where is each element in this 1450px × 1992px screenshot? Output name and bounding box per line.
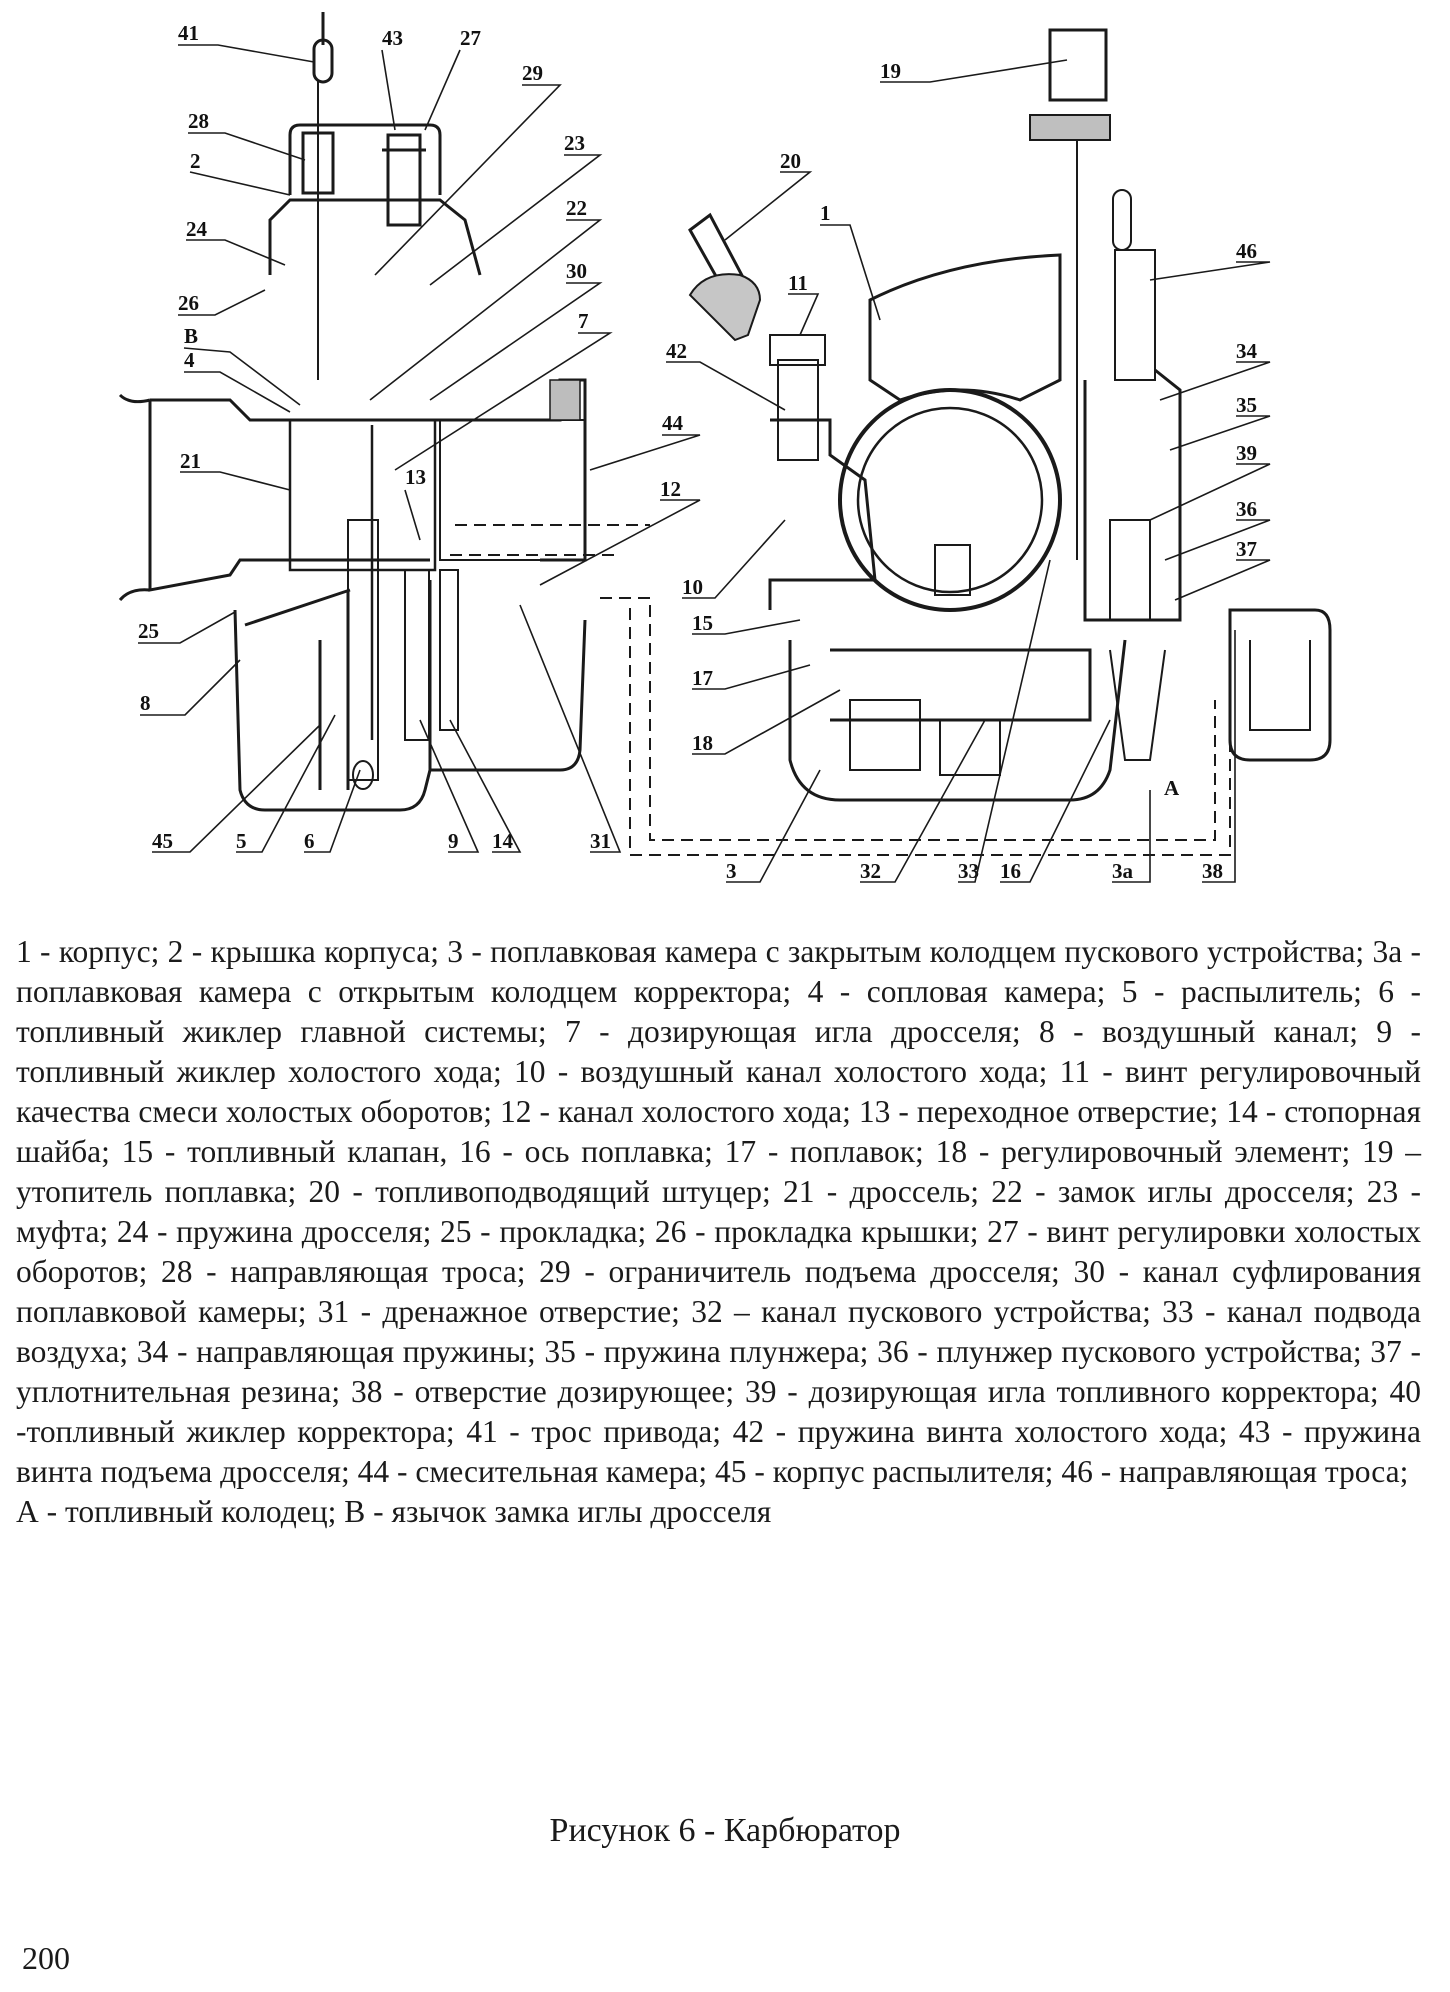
callout: 33 (958, 859, 979, 883)
callout: 11 (788, 271, 808, 295)
callout: 4 (184, 348, 195, 372)
callout: 20 (780, 149, 801, 173)
callout: 3 (726, 859, 737, 883)
callout: 8 (140, 691, 151, 715)
callout: 38 (1202, 859, 1223, 883)
callout: 26 (178, 291, 199, 315)
callout: 22 (566, 196, 587, 220)
callout: 17 (692, 666, 713, 690)
carburetor-drawing: 41 43 27 28 29 2 23 24 22 26 30 В 7 4 44… (118, 12, 1332, 883)
callout: 44 (662, 411, 684, 435)
callout: 1 (820, 201, 831, 225)
callout: 21 (180, 449, 201, 473)
callout: 12 (660, 477, 681, 501)
callout: 2 (190, 149, 201, 173)
callout: 45 (152, 829, 173, 853)
callout: 7 (578, 309, 589, 333)
callout: 24 (186, 217, 208, 241)
leader-lines (138, 44, 1271, 883)
figure-caption: Рисунок 6 - Карбюратор (549, 1812, 901, 1849)
callout: 18 (692, 731, 713, 755)
legend-last-line: А - топливный колодец; В - язычок замка … (16, 1494, 772, 1529)
callout: 30 (566, 259, 587, 283)
callout: 32 (860, 859, 881, 883)
callout: 36 (1236, 497, 1257, 521)
callout: 29 (522, 61, 543, 85)
legend-paragraph: 1 - корпус; 2 - крышка корпуса; 3 - попл… (16, 934, 1421, 1489)
callout: 31 (590, 829, 611, 853)
left-section-view (118, 12, 1231, 856)
callout: 35 (1236, 393, 1257, 417)
callout: 28 (188, 109, 209, 133)
callout: 19 (880, 59, 901, 83)
callout: 25 (138, 619, 159, 643)
callout: А (1164, 776, 1180, 800)
callout: 5 (236, 829, 247, 853)
callout: 27 (460, 26, 481, 50)
callout: 15 (692, 611, 713, 635)
callout: 16 (1000, 859, 1021, 883)
callout: 39 (1236, 441, 1257, 465)
callout: 9 (448, 829, 459, 853)
right-section-view (688, 28, 1332, 802)
carburetor-figure: 41 43 27 28 29 2 23 24 22 26 30 В 7 4 44… (0, 0, 1450, 900)
callout: 37 (1236, 537, 1257, 561)
callout: 34 (1236, 339, 1258, 363)
figure-legend: 1 - корпус; 2 - крышка корпуса; 3 - попл… (16, 932, 1421, 1532)
callout: 42 (666, 339, 687, 363)
callout: 13 (405, 465, 426, 489)
callout: 46 (1236, 239, 1257, 263)
callout: 10 (682, 575, 703, 599)
callout: 14 (492, 829, 514, 853)
page-number: 200 (22, 1940, 70, 1976)
callout: В (184, 324, 198, 348)
callout: 6 (304, 829, 315, 853)
callout-labels: 41 43 27 28 29 2 23 24 22 26 30 В 7 4 44… (138, 21, 1258, 883)
callout: 3а (1112, 859, 1134, 883)
callout: 41 (178, 21, 199, 45)
callout: 43 (382, 26, 403, 50)
callout: 23 (564, 131, 585, 155)
